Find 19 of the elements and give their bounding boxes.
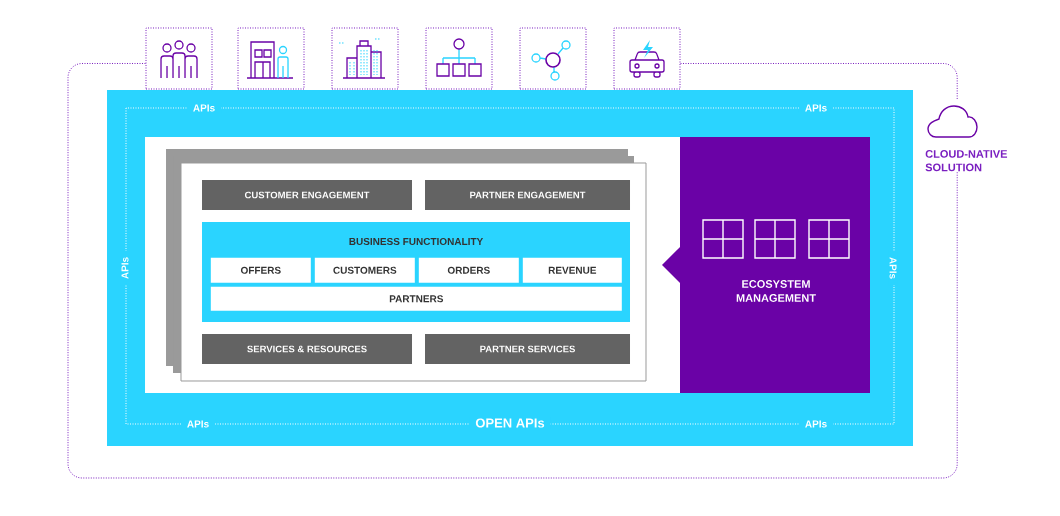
entity-cell: PARTNERS xyxy=(210,286,622,311)
module-box: PARTNER ENGAGEMENT xyxy=(425,180,630,210)
entity-cell: OFFERS xyxy=(210,257,311,283)
module-box: PARTNER SERVICES xyxy=(425,334,630,364)
api-label: APIs xyxy=(186,103,222,113)
connector-line xyxy=(67,63,958,479)
api-label: OPEN APIs xyxy=(469,417,551,429)
api-label: APIs xyxy=(798,103,834,113)
api-label: APIs xyxy=(798,419,834,429)
module-box: CUSTOMER ENGAGEMENT xyxy=(202,180,412,210)
entity-cell: CUSTOMERS xyxy=(314,257,415,283)
module-box: SERVICES & RESOURCES xyxy=(202,334,412,364)
entity-cell: REVENUE xyxy=(522,257,622,283)
api-label: APIs xyxy=(120,250,130,286)
entity-cell: ORDERS xyxy=(418,257,519,283)
api-label: APIs xyxy=(180,419,216,429)
solution-label: CLOUD-NATIVE SOLUTION xyxy=(925,150,1008,172)
connector-line xyxy=(680,63,958,101)
api-label: APIs xyxy=(888,250,898,286)
